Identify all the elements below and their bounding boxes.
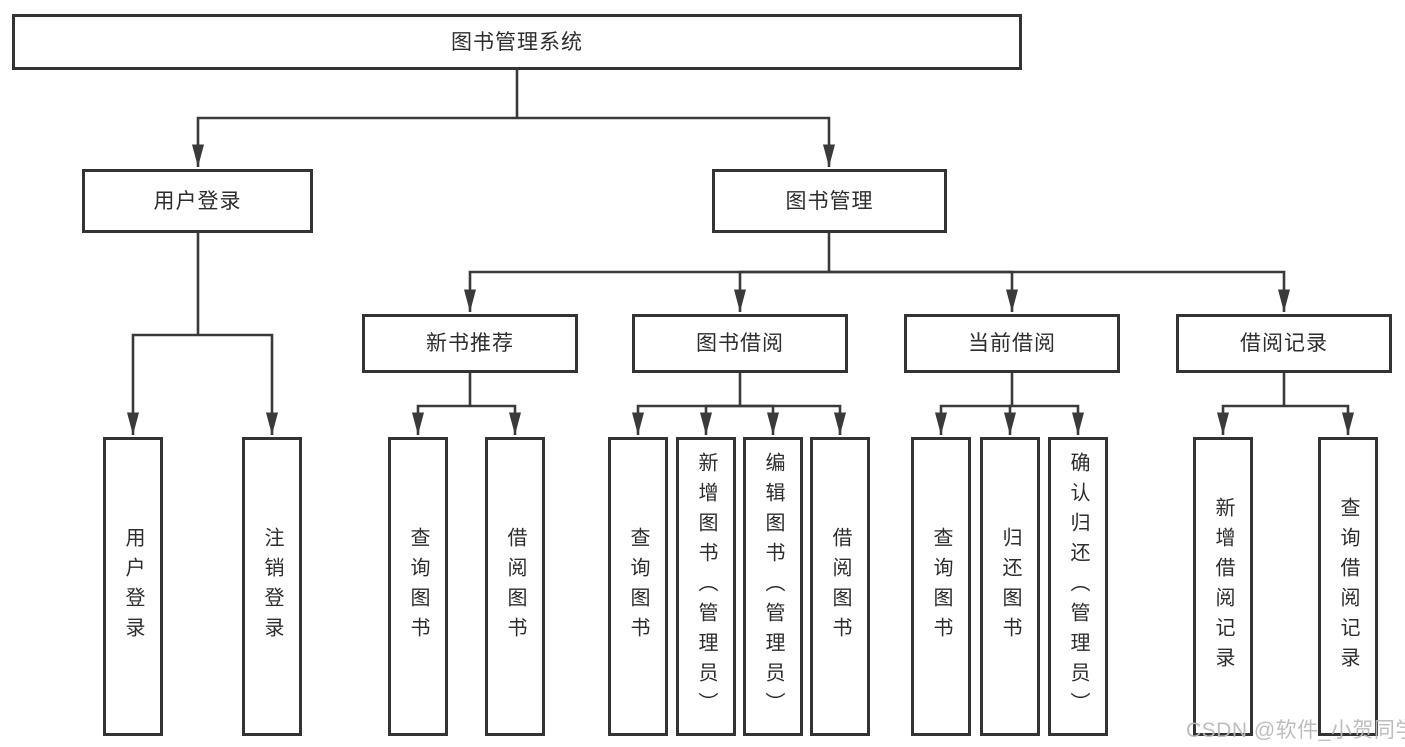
- node-current-borrow: 当前借阅: [904, 314, 1120, 373]
- node-borrow-records: 借阅记录: [1176, 314, 1392, 373]
- leaf-return-books: 归还图书: [980, 437, 1040, 736]
- leaf-recommend-borrow-books: 借阅图书: [485, 437, 545, 736]
- leaf-edit-books-admin: 编辑图书（管理员）: [743, 437, 803, 736]
- leaf-confirm-return-admin: 确认归还（管理员）: [1048, 437, 1108, 736]
- node-book-management: 图书管理: [712, 169, 947, 233]
- leaf-current-query-books: 查询图书: [911, 437, 971, 736]
- node-user-login: 用户登录: [82, 169, 313, 233]
- leaf-borrow-borrow-books: 借阅图书: [810, 437, 870, 736]
- node-new-book-recommend: 新书推荐: [362, 314, 578, 373]
- leaf-logout: 注销登录: [242, 437, 302, 736]
- leaf-borrow-query-books: 查询图书: [608, 437, 668, 736]
- csdn-watermark: CSDN @软件_小贺同学: [1186, 719, 1405, 742]
- leaf-recommend-query-books: 查询图书: [388, 437, 448, 736]
- leaf-add-borrow-record: 新增借阅记录: [1193, 437, 1253, 736]
- node-library-management-system: 图书管理系统: [12, 14, 1022, 70]
- node-book-borrow: 图书借阅: [632, 314, 848, 373]
- leaf-query-borrow-record: 查询借阅记录: [1318, 437, 1378, 736]
- leaf-add-books-admin: 新增图书（管理员）: [676, 437, 736, 736]
- leaf-user-login: 用户登录: [103, 437, 163, 736]
